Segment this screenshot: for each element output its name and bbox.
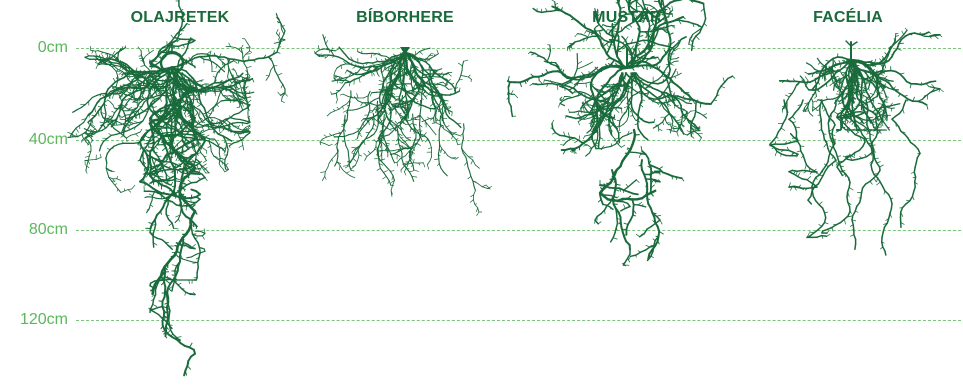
olajretek-root-system: [68, 0, 288, 375]
mustar-root-system: [507, 0, 735, 266]
biborhere-root-system: [314, 35, 491, 216]
facelia-root-system: [770, 28, 943, 255]
